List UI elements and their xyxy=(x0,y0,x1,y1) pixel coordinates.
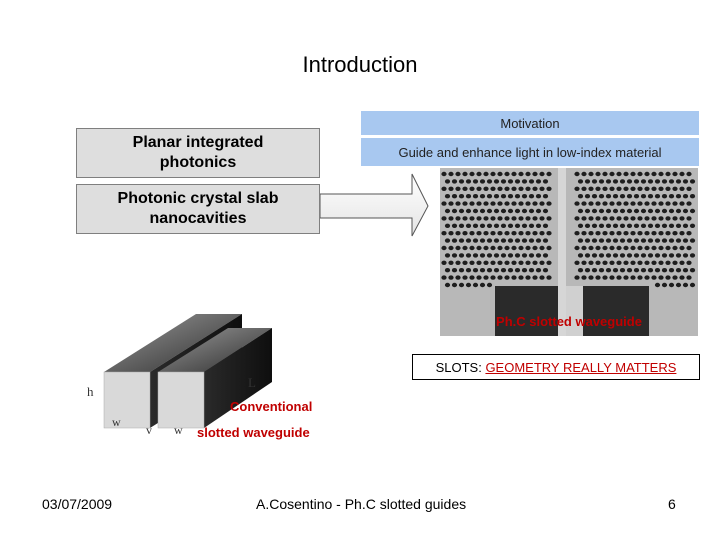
dim-L: L xyxy=(248,375,256,390)
phc-waveguide-label: Ph.C slotted waveguide xyxy=(496,314,642,329)
conventional-label-line1: Conventional xyxy=(230,399,313,414)
motivation-text: Guide and enhance light in low-index mat… xyxy=(398,144,662,160)
conventional-slot-diagram: h L w v w xyxy=(87,314,272,437)
dim-w2: w xyxy=(174,423,183,437)
slots-emphasis: GEOMETRY REALLY MATTERS xyxy=(485,359,677,375)
phc-nanocavities-box: Photonic crystal slab nanocavities xyxy=(76,184,320,234)
dim-w1: w xyxy=(112,415,121,429)
planar-photonics-label: Planar integrated photonics xyxy=(132,134,264,171)
right-arrow-icon xyxy=(320,173,429,237)
footer-page-number: 6 xyxy=(668,496,676,512)
motivation-text-box: Guide and enhance light in low-index mat… xyxy=(360,137,700,167)
phc-waveguide-image xyxy=(440,168,698,336)
motivation-header: Motivation xyxy=(360,110,700,136)
dim-v: v xyxy=(146,423,152,437)
planar-photonics-box: Planar integrated photonics xyxy=(76,128,320,178)
phc-nanocavities-label: Photonic crystal slab nanocavities xyxy=(117,190,279,227)
slide-title: Introduction xyxy=(302,52,418,77)
slots-prefix: SLOTS: xyxy=(435,359,486,375)
conventional-label-line2: slotted waveguide xyxy=(197,425,310,440)
motivation-header-label: Motivation xyxy=(500,115,560,131)
footer-date: 03/07/2009 xyxy=(42,496,113,512)
dim-h: h xyxy=(87,384,94,399)
slots-box: SLOTS: GEOMETRY REALLY MATTERS xyxy=(412,354,700,380)
footer-author: A.Cosentino - Ph.C slotted guides xyxy=(256,496,467,512)
